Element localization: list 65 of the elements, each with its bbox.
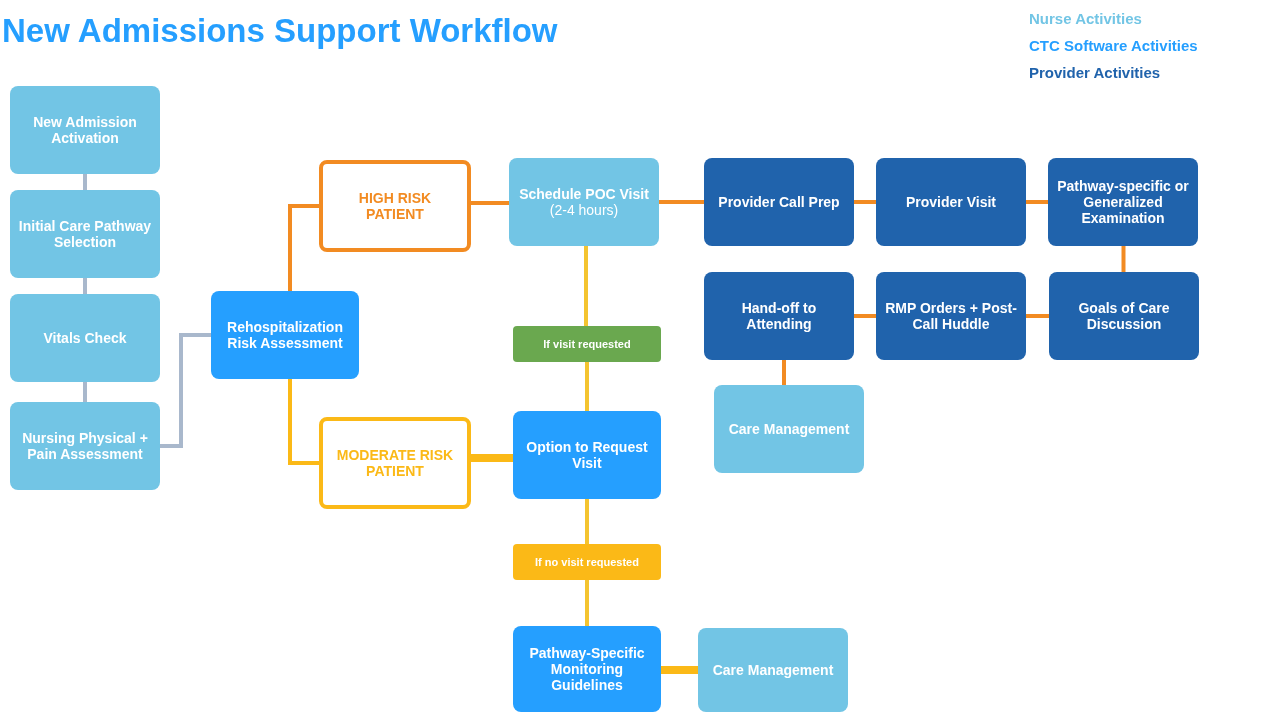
box-text: Option to Request Visit: [525, 438, 649, 472]
box-text: RMP Orders + Post-Call Huddle: [884, 299, 1018, 333]
connector-line: [471, 454, 513, 462]
diagram-title: New Admissions Support Workflow: [2, 12, 558, 50]
process-box: [704, 272, 854, 360]
process-box: [10, 190, 160, 278]
connector-line: [288, 204, 319, 291]
connector-line: [288, 379, 319, 465]
process-box: [714, 385, 864, 473]
process-box: [10, 402, 160, 490]
legend-entry: Provider Activities: [1029, 64, 1162, 81]
box-text: Rehospitalization Risk Assessment: [226, 318, 344, 352]
condition-box: [513, 326, 661, 362]
process-box: [10, 86, 160, 174]
box-text: Care Management: [712, 661, 834, 679]
condition-box: [513, 544, 661, 580]
process-box: [319, 417, 471, 509]
connector-line: [585, 580, 589, 626]
box-text: If no visit requested: [535, 555, 639, 569]
box-text: If visit requested: [543, 337, 631, 351]
connector-line: [584, 246, 588, 326]
connector-line: [83, 174, 87, 190]
legend-entry: Nurse Activities: [1029, 10, 1143, 27]
box-text: Vitals Check: [43, 329, 127, 347]
connector-line: [160, 333, 211, 448]
box-text: HIGH RISK PATIENT: [357, 189, 433, 223]
box-text: Goals of Care Discussion: [1077, 299, 1171, 333]
connector-line: [854, 200, 876, 204]
connector-line: [661, 666, 698, 674]
box-text: (2-4 hours): [549, 202, 619, 219]
box-text: MODERATE RISK PATIENT: [335, 446, 455, 480]
connector-line: [83, 382, 87, 402]
box-text: Provider Call Prep: [718, 193, 840, 211]
connector-line: [1121, 246, 1126, 272]
process-box: [1048, 158, 1198, 246]
legend-entry: CTC Software Activities: [1029, 37, 1198, 54]
process-box: [698, 628, 848, 712]
box-text: Hand-off to Attending: [740, 299, 818, 333]
connector-line: [782, 360, 786, 385]
process-box: [513, 626, 661, 712]
box-text: Schedule POC Visit: [519, 185, 649, 202]
box-text: New Admission Activation: [32, 113, 138, 147]
box-text: Initial Care Pathway Selection: [17, 217, 153, 251]
connector-line: [585, 499, 589, 544]
connector-line: [83, 278, 87, 294]
connector-line: [1026, 314, 1049, 318]
connector-line: [854, 314, 876, 318]
process-box: [509, 158, 659, 246]
process-box: [1049, 272, 1199, 360]
connector-line: [1026, 200, 1048, 204]
box-text: Care Management: [728, 420, 850, 438]
connector-line: [471, 201, 509, 205]
process-box: [10, 294, 160, 382]
process-box: [876, 272, 1026, 360]
process-box: [211, 291, 359, 379]
box-text: Pathway-specific or Generalized Examination: [1056, 177, 1190, 227]
process-box: [513, 411, 661, 499]
connector-line: [585, 362, 589, 411]
process-box: [876, 158, 1026, 246]
box-text: Nursing Physical + Pain Assessment: [21, 429, 149, 463]
connector-line: [659, 200, 704, 204]
process-box: [704, 158, 854, 246]
box-text: Pathway-Specific Monitoring Guidelines: [528, 644, 646, 694]
process-box: [319, 160, 471, 252]
box-text: Provider Visit: [906, 193, 996, 211]
